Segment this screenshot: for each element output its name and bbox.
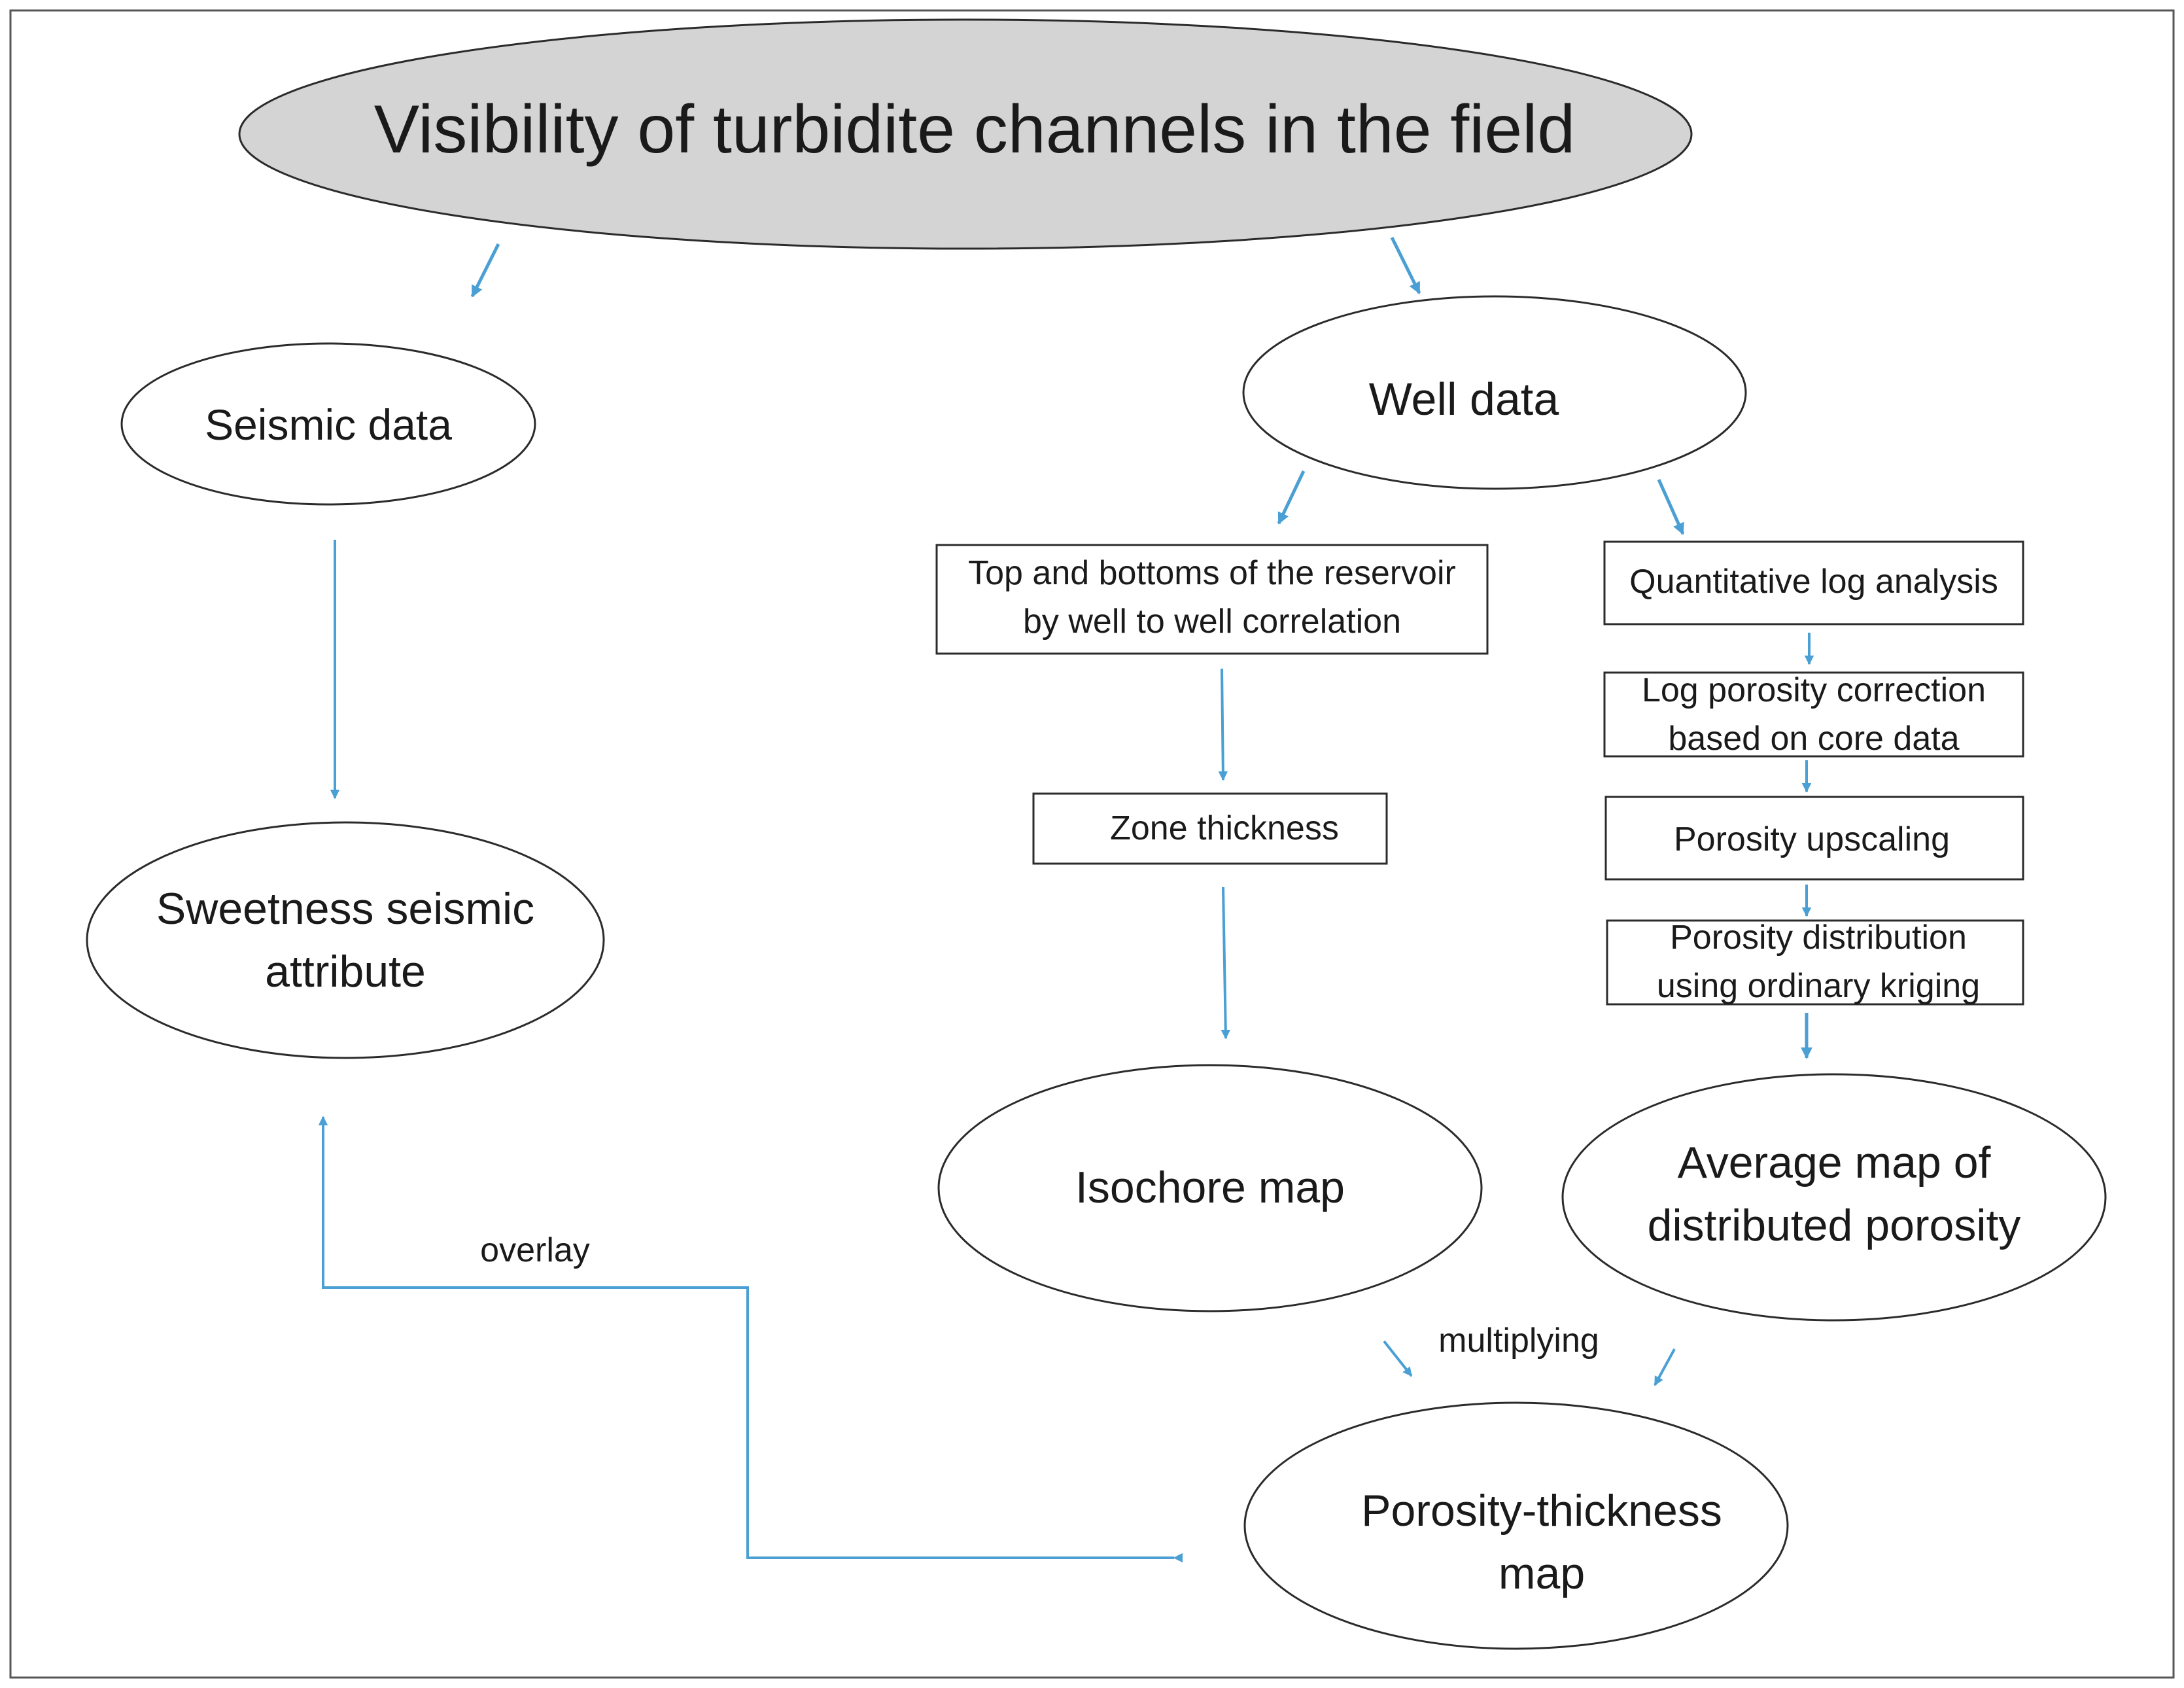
sweetness-ellipse	[86, 821, 605, 1059]
porosity-thickness-label-line2: map	[1499, 1549, 1585, 1598]
overlay-connector	[318, 1116, 1183, 1563]
log-porosity-label-line1: Log porosity correction	[1642, 671, 1986, 709]
log-porosity-box	[1603, 671, 2024, 758]
porosity-thickness-ellipse	[1243, 1401, 1789, 1650]
log-porosity-label-line2: based on core data	[1668, 720, 1959, 758]
porosity-distribution-label-line1: Porosity distribution	[1670, 919, 1967, 957]
multiplying-label: multiplying	[1438, 1322, 1599, 1360]
porosity-distribution-box	[1606, 919, 2024, 1006]
quantitative-log-label: Quantitative log analysis	[1629, 563, 1998, 601]
top-bottoms-label-line1: Top and bottoms of the reservoir	[968, 554, 1456, 592]
zone-thickness-box	[1032, 792, 1388, 865]
overlay-label: overlay	[480, 1231, 590, 1269]
arrow-isochore-to-porosity-thickness	[1383, 1340, 1413, 1377]
arrow-title-to-seismic	[470, 243, 500, 298]
quantitative-log-box	[1603, 540, 2024, 625]
zone-thickness-label: Zone thickness	[1110, 809, 1339, 847]
arrow-well-to-quantitative	[1657, 478, 1685, 535]
porosity-distribution-label-line2: using ordinary kriging	[1657, 967, 1980, 1005]
arrow-well-to-top-bottoms	[1277, 470, 1306, 525]
porosity-upscaling-box	[1604, 796, 2024, 881]
isochore-map-label: Isochore map	[1075, 1163, 1345, 1212]
average-map-label-line2: distributed porosity	[1648, 1201, 2021, 1250]
arrow-top-bottoms-to-zone	[1218, 668, 1228, 781]
well-data-label: Well data	[1369, 374, 1559, 425]
porosity-upscaling-label: Porosity upscaling	[1674, 820, 1950, 858]
sweetness-label-line2: attribute	[265, 947, 426, 996]
average-map-label-line1: Average map of	[1678, 1138, 1991, 1187]
seismic-data-label: Seismic data	[205, 400, 452, 449]
porosity-thickness-label-line1: Porosity-thickness	[1361, 1486, 1722, 1536]
top-bottoms-box	[935, 544, 1489, 655]
title-text: Visibility of turbidite channels in the …	[374, 92, 1575, 167]
average-map-ellipse	[1561, 1073, 2107, 1322]
arrow-zone-to-isochore	[1221, 887, 1230, 1040]
seismic-data-ellipse	[120, 342, 536, 506]
sweetness-label-line1: Sweetness seismic	[156, 884, 534, 934]
well-data-ellipse	[1242, 295, 1747, 490]
top-bottoms-label-line2: by well to well correlation	[1023, 603, 1401, 641]
arrow-average-to-porosity-thickness	[1654, 1348, 1676, 1386]
outer-frame	[9, 9, 2175, 1679]
title-ellipse	[238, 18, 1693, 250]
arrow-title-to-well	[1390, 236, 1421, 294]
